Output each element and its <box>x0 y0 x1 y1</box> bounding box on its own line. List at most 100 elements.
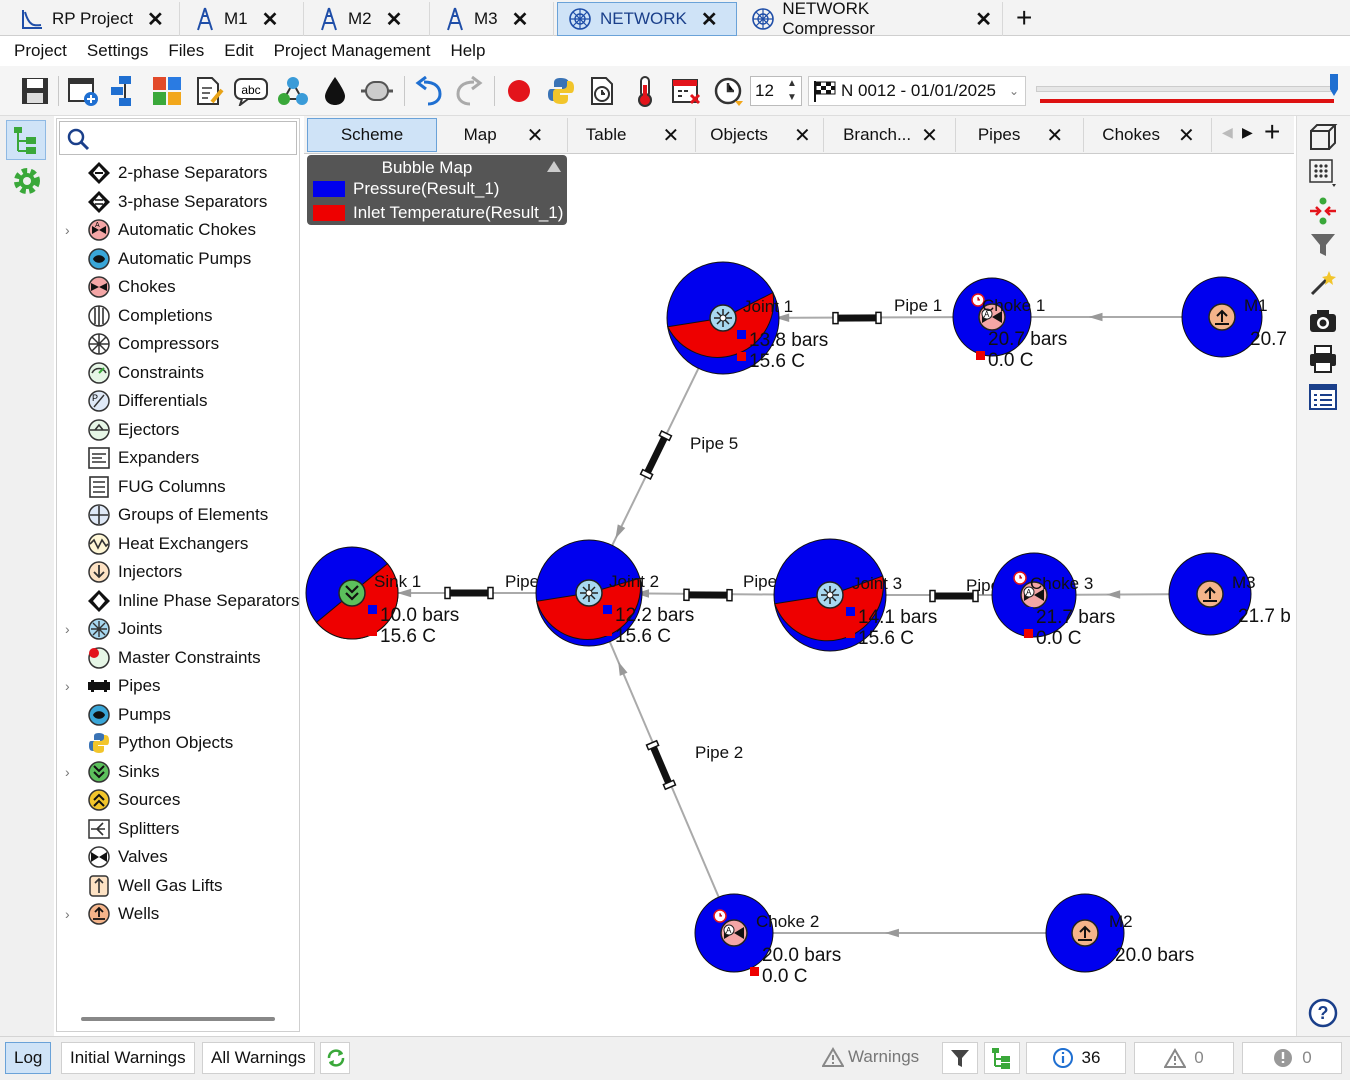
timeline-slider[interactable] <box>1036 74 1338 108</box>
tab-table[interactable]: Table✕ <box>570 118 696 152</box>
tree-filter-button[interactable] <box>984 1042 1020 1074</box>
menu-project-management[interactable]: Project Management <box>273 41 431 60</box>
expand-arrow-icon[interactable]: › <box>65 678 70 694</box>
filter-button[interactable] <box>1306 228 1340 262</box>
object-tree-button[interactable] <box>6 120 46 160</box>
tree-item[interactable]: Splitters <box>57 815 299 843</box>
tree-item[interactable]: Chokes <box>57 273 299 301</box>
close-icon[interactable]: ✕ <box>793 124 811 147</box>
tab-branch[interactable]: Branch...✕ <box>826 118 956 152</box>
menu-files[interactable]: Files <box>168 41 205 60</box>
well-node-icon[interactable] <box>1208 303 1236 331</box>
joint-node-icon[interactable] <box>816 581 844 609</box>
tree-item[interactable]: Sources <box>57 786 299 814</box>
tree-item[interactable]: ›Joints <box>57 615 299 643</box>
log-tab[interactable]: Log <box>5 1042 52 1074</box>
tree-item[interactable]: Groups of Elements <box>57 501 299 529</box>
refresh-button[interactable] <box>320 1042 350 1074</box>
tree-item[interactable]: ›Wells <box>57 900 299 928</box>
well-node-icon[interactable] <box>1071 919 1099 947</box>
tree-item[interactable]: Pumps <box>57 701 299 729</box>
log-filter-button[interactable] <box>942 1042 978 1074</box>
undo-button[interactable] <box>412 74 446 108</box>
close-icon[interactable]: ✕ <box>662 124 680 147</box>
warning-count-button[interactable]: 0 <box>1134 1042 1234 1074</box>
choke-node-icon[interactable]: A <box>1013 571 1048 609</box>
python-button[interactable] <box>544 74 578 108</box>
menu-help[interactable]: Help <box>450 41 486 60</box>
all-warnings-tab[interactable]: All Warnings <box>202 1042 315 1074</box>
close-icon[interactable]: ✕ <box>385 8 403 31</box>
tree-item[interactable]: Constraints <box>57 359 299 387</box>
tree-item[interactable]: Valves <box>57 843 299 871</box>
new-window-button[interactable] <box>66 74 100 108</box>
tab-chokes[interactable]: Chokes✕ <box>1086 118 1212 152</box>
tree-item[interactable]: FUG Columns <box>57 473 299 501</box>
well-node-icon[interactable] <box>1196 580 1224 608</box>
help-button[interactable]: ? <box>1306 996 1340 1030</box>
menu-edit[interactable]: Edit <box>224 41 254 60</box>
close-icon[interactable]: ✕ <box>526 124 544 147</box>
tree-item[interactable]: Expanders <box>57 444 299 472</box>
close-icon[interactable]: ✕ <box>146 8 164 31</box>
tree-item[interactable]: Ejectors <box>57 416 299 444</box>
choke-node-icon[interactable]: A <box>971 293 1006 331</box>
tab-m3[interactable]: M3 ✕ <box>434 2 554 36</box>
oil-drop-button[interactable] <box>318 74 352 108</box>
pipe-segment[interactable] <box>645 739 677 791</box>
connect-button[interactable] <box>1306 194 1340 228</box>
choke-node-icon[interactable]: A <box>713 909 748 947</box>
timer-button[interactable] <box>712 74 746 108</box>
pipe-segment[interactable] <box>639 430 673 480</box>
spellcheck-button[interactable]: abc <box>234 74 268 108</box>
network-nodes-button[interactable] <box>276 74 310 108</box>
joint-node-icon[interactable] <box>575 579 603 607</box>
tree-item[interactable]: ›Pipes <box>57 672 299 700</box>
add-tab-button[interactable]: + <box>1016 2 1033 33</box>
tab-map[interactable]: Map✕ <box>440 118 568 152</box>
pipe-segment[interactable] <box>929 589 979 603</box>
save-button[interactable] <box>18 74 52 108</box>
tree-item[interactable]: Master Constraints <box>57 644 299 672</box>
magic-wand-button[interactable] <box>1306 266 1340 300</box>
close-icon[interactable]: ✕ <box>1046 124 1064 147</box>
timestep-dropdown[interactable]: N 0012 - 01/01/2025 ⌄ <box>808 76 1026 106</box>
close-icon[interactable]: ✕ <box>511 8 529 31</box>
redo-button[interactable] <box>452 74 486 108</box>
screenshot-button[interactable] <box>1306 304 1340 338</box>
expand-arrow-icon[interactable]: › <box>65 621 70 637</box>
tab-network-compressor[interactable]: NETWORK Compressor ✕ <box>741 0 1003 38</box>
collapse-icon[interactable] <box>547 161 561 172</box>
tab-objects[interactable]: Objects✕ <box>698 118 824 152</box>
close-icon[interactable]: ✕ <box>700 8 718 31</box>
schedule-doc-button[interactable] <box>586 74 620 108</box>
tree-item[interactable]: Completions <box>57 302 299 330</box>
tree-item[interactable]: Python Objects <box>57 729 299 757</box>
sink-node-icon[interactable] <box>338 579 366 607</box>
settings-button[interactable] <box>10 164 44 198</box>
error-count-button[interactable]: 0 <box>1242 1042 1342 1074</box>
calendar-button[interactable] <box>670 74 704 108</box>
tree-item[interactable]: 3-phase Separators <box>57 188 299 216</box>
tab-scheme[interactable]: Scheme <box>307 118 437 152</box>
info-count-button[interactable]: 36 <box>1026 1042 1126 1074</box>
pipe-segment[interactable] <box>683 588 733 602</box>
tree-item[interactable]: Well Gas Lifts <box>57 872 299 900</box>
puzzle-button[interactable] <box>150 74 184 108</box>
tree-item[interactable]: Injectors <box>57 558 299 586</box>
tab-m1[interactable]: M1 ✕ <box>184 2 304 36</box>
joint-node-icon[interactable] <box>709 304 737 332</box>
menu-project[interactable]: Project <box>14 41 67 60</box>
slider-handle[interactable] <box>1330 74 1338 96</box>
temperature-button[interactable] <box>628 74 662 108</box>
tree-item[interactable]: Compressors <box>57 330 299 358</box>
edit-document-button[interactable] <box>192 74 226 108</box>
print-button[interactable] <box>1306 342 1340 376</box>
horizontal-scrollbar[interactable] <box>81 1017 275 1021</box>
step-spinbox[interactable]: 12 ▲▼ <box>750 76 802 106</box>
tab-pipes[interactable]: Pipes✕ <box>958 118 1084 152</box>
separator-vessel-button[interactable] <box>360 74 394 108</box>
menu-settings[interactable]: Settings <box>86 41 149 60</box>
